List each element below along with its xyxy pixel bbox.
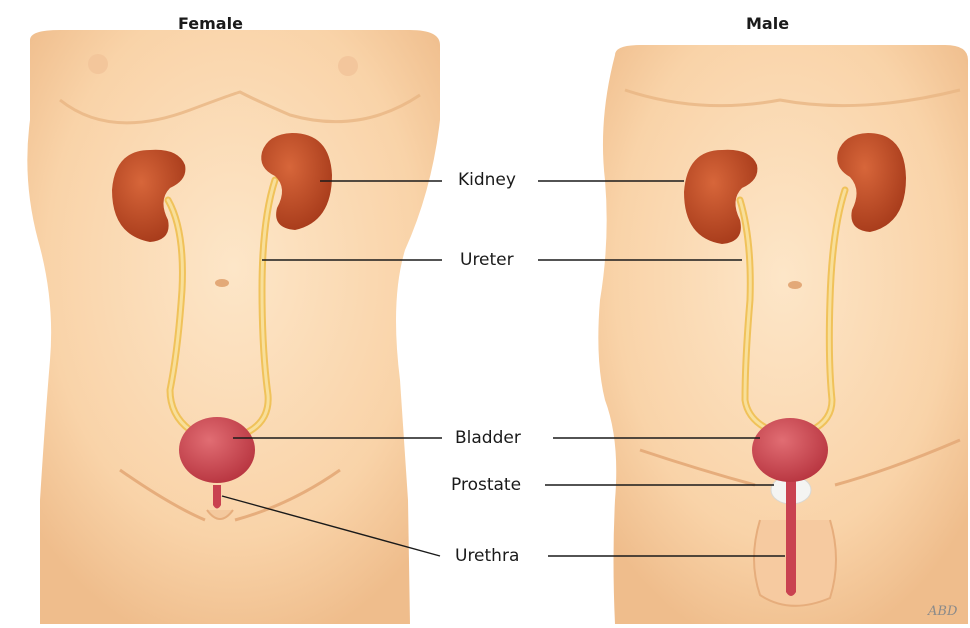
prostate-label: Prostate [451,475,521,495]
artist-signature: ABD [928,604,957,619]
kidney-label: Kidney [458,170,516,190]
bladder-label: Bladder [455,428,521,448]
male-torso [598,45,968,624]
male-title: Male [746,14,789,33]
urethra-label: Urethra [455,546,519,566]
female-title: Female [178,14,243,33]
ureter-label: Ureter [460,250,514,270]
male-bladder [752,418,828,482]
female-torso [27,30,440,624]
